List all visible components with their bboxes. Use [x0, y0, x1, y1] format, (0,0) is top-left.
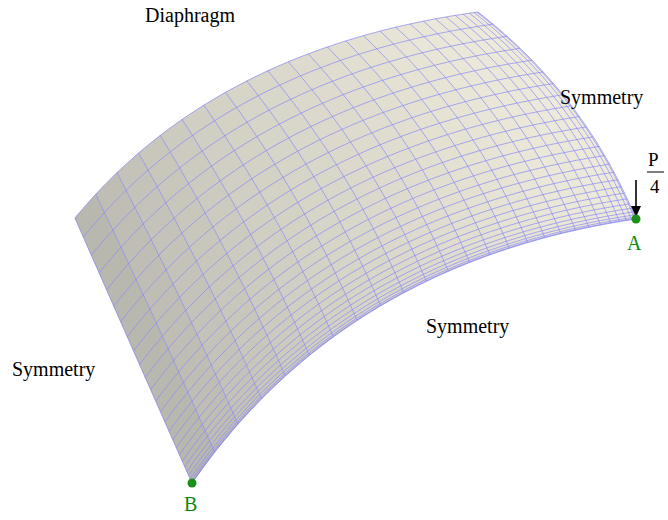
surface-cell: [260, 372, 285, 397]
mesh-line: [75, 12, 478, 218]
load-label: P: [648, 150, 659, 169]
mesh-line: [151, 137, 594, 390]
mesh-line: [185, 204, 630, 467]
mesh-line: [156, 146, 600, 401]
boundary-label: Symmetry: [560, 87, 643, 107]
mesh-line: [346, 41, 490, 255]
mesh-line: [423, 21, 575, 230]
mesh-line: [173, 180, 618, 440]
mesh-line: [91, 36, 507, 255]
surface-cell: [213, 420, 237, 450]
mesh-line: [189, 212, 633, 475]
shell-surface: [75, 12, 636, 483]
mesh-line: [145, 127, 586, 378]
surface-cell: [516, 48, 531, 60]
mesh-line: [187, 208, 632, 471]
surface-cell: [211, 417, 236, 448]
mesh-line: [190, 215, 634, 479]
surface-cell: [191, 450, 214, 482]
mesh-line: [191, 217, 635, 481]
mesh-line: [99, 48, 520, 273]
mesh-line: [268, 71, 404, 293]
mesh-line: [455, 15, 611, 223]
boundary-label: Symmetry: [12, 359, 95, 379]
mesh-line: [192, 218, 636, 482]
surface-cell: [503, 36, 519, 48]
boundary-label: Diaphragm: [145, 5, 235, 25]
point-a-dot: [632, 215, 641, 224]
mesh-line: [308, 54, 448, 271]
surface-cell: [190, 448, 214, 481]
mesh-line: [192, 219, 636, 483]
mesh-line: [140, 117, 580, 365]
load-label: 4: [650, 177, 660, 196]
surface-cell: [528, 60, 542, 72]
surface-cell: [189, 445, 213, 479]
load-arrow: [635, 180, 637, 208]
surface-cell: [284, 351, 309, 374]
boundary-label: Symmetry: [426, 316, 509, 336]
surface-cell: [489, 24, 506, 37]
mesh-line: [117, 173, 238, 424]
surface-cell: [474, 12, 492, 25]
fraction-bar: [647, 172, 664, 173]
mesh-line: [396, 27, 545, 237]
mesh-line: [96, 194, 215, 452]
surface-cell: [332, 316, 357, 335]
surface-cell: [285, 353, 310, 375]
point-label: A: [627, 233, 641, 253]
surface-cell: [308, 333, 333, 354]
point-b-dot: [188, 479, 197, 488]
mesh-line: [107, 60, 532, 290]
mesh-line: [182, 199, 627, 461]
surface-cell: [539, 72, 552, 84]
mesh-line: [176, 187, 621, 448]
mesh-line: [169, 172, 614, 431]
mesh-line: [83, 24, 493, 237]
mesh-line: [380, 31, 528, 242]
mesh-line: [114, 72, 543, 306]
mesh-line: [463, 14, 619, 221]
mesh-lines: [75, 12, 636, 483]
surface-cell: [235, 392, 260, 420]
mesh-line: [121, 83, 554, 321]
mesh-line: [247, 81, 381, 306]
point-label: B: [184, 494, 197, 514]
